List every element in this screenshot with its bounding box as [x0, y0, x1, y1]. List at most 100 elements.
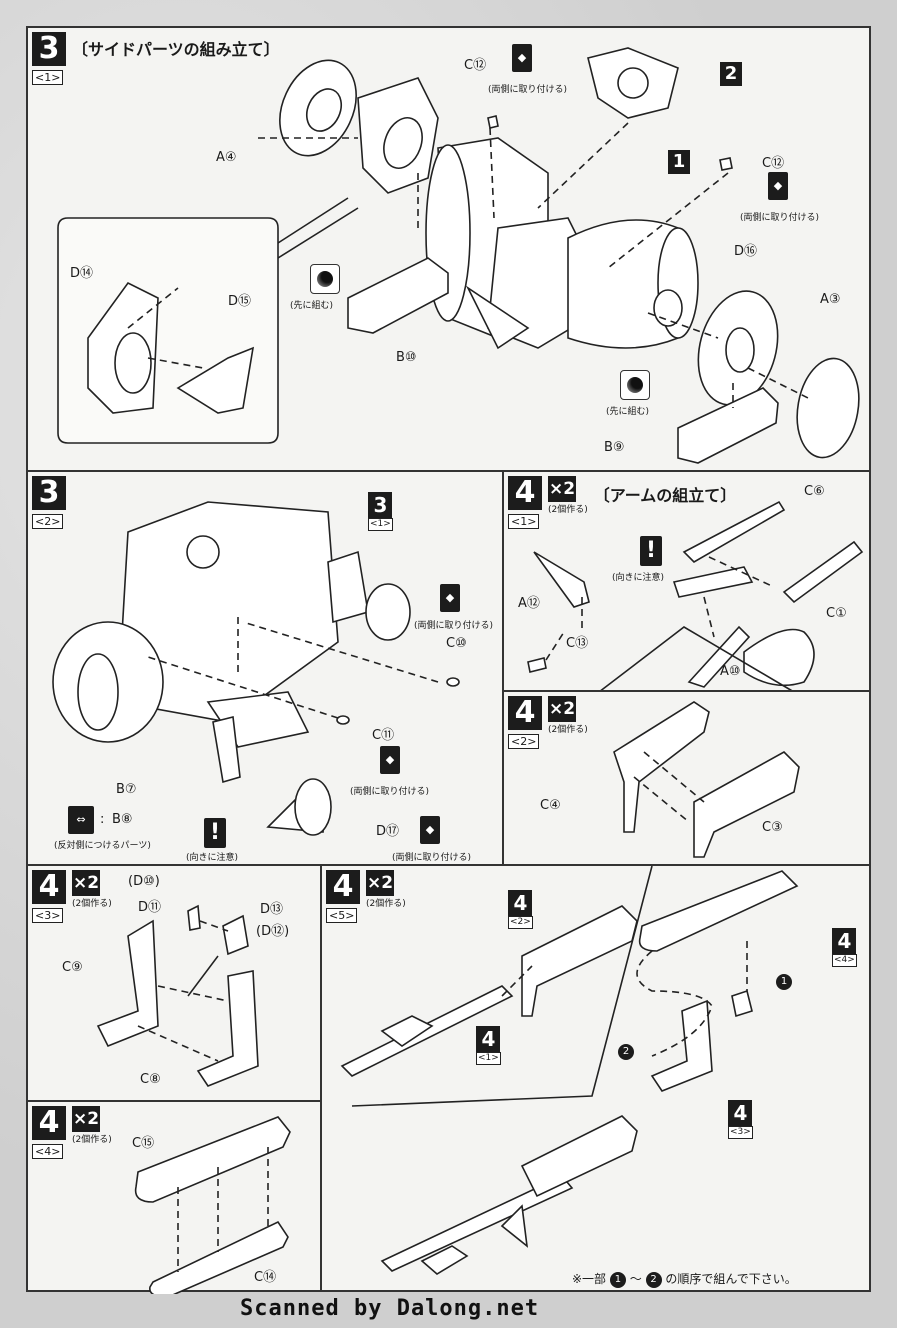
part-label-c8: C⑧: [140, 1072, 161, 1087]
step-number: 4: [326, 870, 360, 904]
part-label-d17: D⑰: [376, 824, 400, 839]
note-both-sides-4: (両側に取り付ける): [350, 787, 430, 797]
callout-1: 1: [668, 150, 690, 174]
footer-mark-1: 1: [609, 1271, 626, 1288]
part-label-c3: C③: [762, 820, 783, 835]
part-label-b10: B⑩: [396, 350, 417, 365]
assemble-first-icon: [310, 264, 340, 294]
panel-step-4-1: 4 <1> ×2 (2個作る) 〔アームの組立て〕 C⑥ ! (向きに注意) A…: [502, 470, 871, 693]
step-number: 3: [32, 476, 66, 510]
part-label-c13: C⑬: [566, 636, 589, 651]
both-sides-icon: ◆: [440, 584, 460, 612]
panel-step-4-4: 4 <4> ×2 (2個作る) C⑮ C⑭: [26, 1100, 322, 1294]
note-orientation-2: (向きに注意): [612, 573, 665, 583]
step-number: 4: [508, 476, 542, 510]
panel-step-4-2: 4 <2> ×2 (2個作る) C④ C③: [502, 690, 871, 866]
times-badge: ×2: [72, 870, 100, 896]
part-label-b9: B⑨: [604, 440, 625, 455]
ref-number: 4: [728, 1100, 753, 1126]
part-label-a3: A③: [820, 292, 841, 307]
arm-assembly-diagram: [527, 500, 864, 693]
part-label-d13: D⑬: [260, 902, 284, 917]
note-both-sides-2: (両側に取り付ける): [740, 213, 820, 223]
part-label-d11: D⑪: [138, 900, 162, 915]
ref-step-4-2: 4 <2>: [508, 890, 533, 929]
warning-icon: !: [640, 536, 662, 566]
part-label-d14: D⑭: [70, 266, 94, 281]
part-label-d16: D⑯: [734, 244, 758, 259]
both-sides-icon: ◆: [768, 172, 788, 200]
ref-step-3-1: 3 <1>: [368, 492, 393, 531]
footer-tilde: ～: [629, 1272, 642, 1286]
part-label-d15: D⑮: [228, 294, 252, 309]
step-title: 〔サイドパーツの組み立て〕: [72, 40, 280, 59]
ref-number: 3: [368, 492, 393, 518]
part-label-c1: C①: [826, 606, 847, 621]
part-label-c15: C⑮: [132, 1136, 155, 1151]
ref-sub: <1>: [368, 518, 393, 531]
opposite-side-icon: ⇔: [68, 806, 94, 834]
callout-2: 2: [720, 62, 742, 86]
order-mark-2: 2: [618, 1044, 634, 1060]
times-note: (2個作る): [548, 505, 588, 515]
part-label-c6: C⑥: [804, 484, 825, 499]
scan-watermark: Scanned by Dalong.net: [240, 1296, 540, 1321]
step-sub: <2>: [32, 514, 64, 529]
footer-suffix: の順序で組んで下さい。: [665, 1272, 797, 1286]
part-label-c12-left: C⑫: [464, 58, 487, 73]
step-header: 4 <1> ×2 (2個作る) 〔アームの組立て〕: [508, 476, 736, 529]
ref-number: 4: [476, 1026, 501, 1052]
times-note: (2個作る): [72, 1135, 112, 1145]
part-label-a4: A④: [216, 150, 237, 165]
note-orientation: (向きに注意): [186, 853, 239, 863]
warning-icon: !: [204, 818, 226, 848]
note-first-2: (先に組む): [606, 407, 650, 417]
both-sides-icon: ◆: [512, 44, 532, 72]
order-mark-1: 1: [776, 974, 792, 990]
b8-prefix: :: [100, 812, 105, 827]
side-parts-diagram: [57, 47, 860, 464]
ref-sub: <4>: [832, 954, 857, 967]
step-header: 4 <2> ×2 (2個作る): [508, 696, 588, 749]
part-label-c9: C⑨: [62, 960, 83, 975]
step-title: 〔アームの組立て〕: [593, 486, 737, 505]
footer-mark-2: 2: [645, 1271, 662, 1288]
note-both-sides-5: (両側に取り付ける): [392, 853, 472, 863]
arm-part-4-2-diagram: [613, 701, 800, 858]
times-note: (2個作る): [366, 899, 406, 909]
step-sub: <1>: [32, 70, 64, 85]
times-badge: ×2: [548, 696, 576, 722]
times-badge: ×2: [72, 1106, 100, 1132]
step-sub: <3>: [32, 908, 64, 923]
both-sides-icon: ◆: [420, 816, 440, 844]
ref-step-4-4: 4 <4>: [832, 928, 857, 967]
note-first-1: (先に組む): [290, 301, 334, 311]
arm-part-4-4-diagram: [134, 1116, 291, 1294]
part-label-d10-paren: (D⑩): [128, 874, 160, 889]
part-label-c14: C⑭: [254, 1270, 277, 1285]
ref-sub: <2>: [508, 916, 533, 929]
assemble-first-icon: [620, 370, 650, 400]
ref-number: 4: [508, 890, 533, 916]
part-label-c10: C⑩: [446, 636, 467, 651]
panel-step-3-1: 3 <1> 〔サイドパーツの組み立て〕: [26, 26, 871, 472]
times-badge: ×2: [366, 870, 394, 896]
step-sub: <4>: [32, 1144, 64, 1159]
ref-number: 4: [832, 928, 857, 954]
panel-step-4-5: 4 <5> ×2 (2個作る) 4 <2>: [320, 864, 871, 1292]
times-note: (2個作る): [72, 899, 112, 909]
part-label-c4: C④: [540, 798, 561, 813]
step-header: 4 <4> ×2 (2個作る): [32, 1106, 112, 1159]
times-note: (2個作る): [548, 725, 588, 735]
step-header: 4 <3> ×2 (2個作る): [32, 870, 112, 923]
step-header: 3 <2>: [32, 476, 66, 529]
step-sub: <5>: [326, 908, 358, 923]
step-number: 4: [32, 870, 66, 904]
times-badge: ×2: [548, 476, 576, 502]
part-label-c11: C⑪: [372, 728, 395, 743]
step-number: 3: [32, 32, 66, 66]
order-footer: ※一部 1 ～ 2 の順序で組んで下さい。: [572, 1270, 797, 1288]
ref-step-4-3: 4 <3>: [728, 1100, 753, 1139]
panel-step-4-3: 4 <3> ×2 (2個作る) (D⑩) D⑪ D⑬ (D⑫) C⑨ C⑧: [26, 864, 322, 1102]
panel-step-3-2: 3 <2> 3 <1> ◆ (両側に取り付ける) C⑩ C⑪: [26, 470, 504, 866]
